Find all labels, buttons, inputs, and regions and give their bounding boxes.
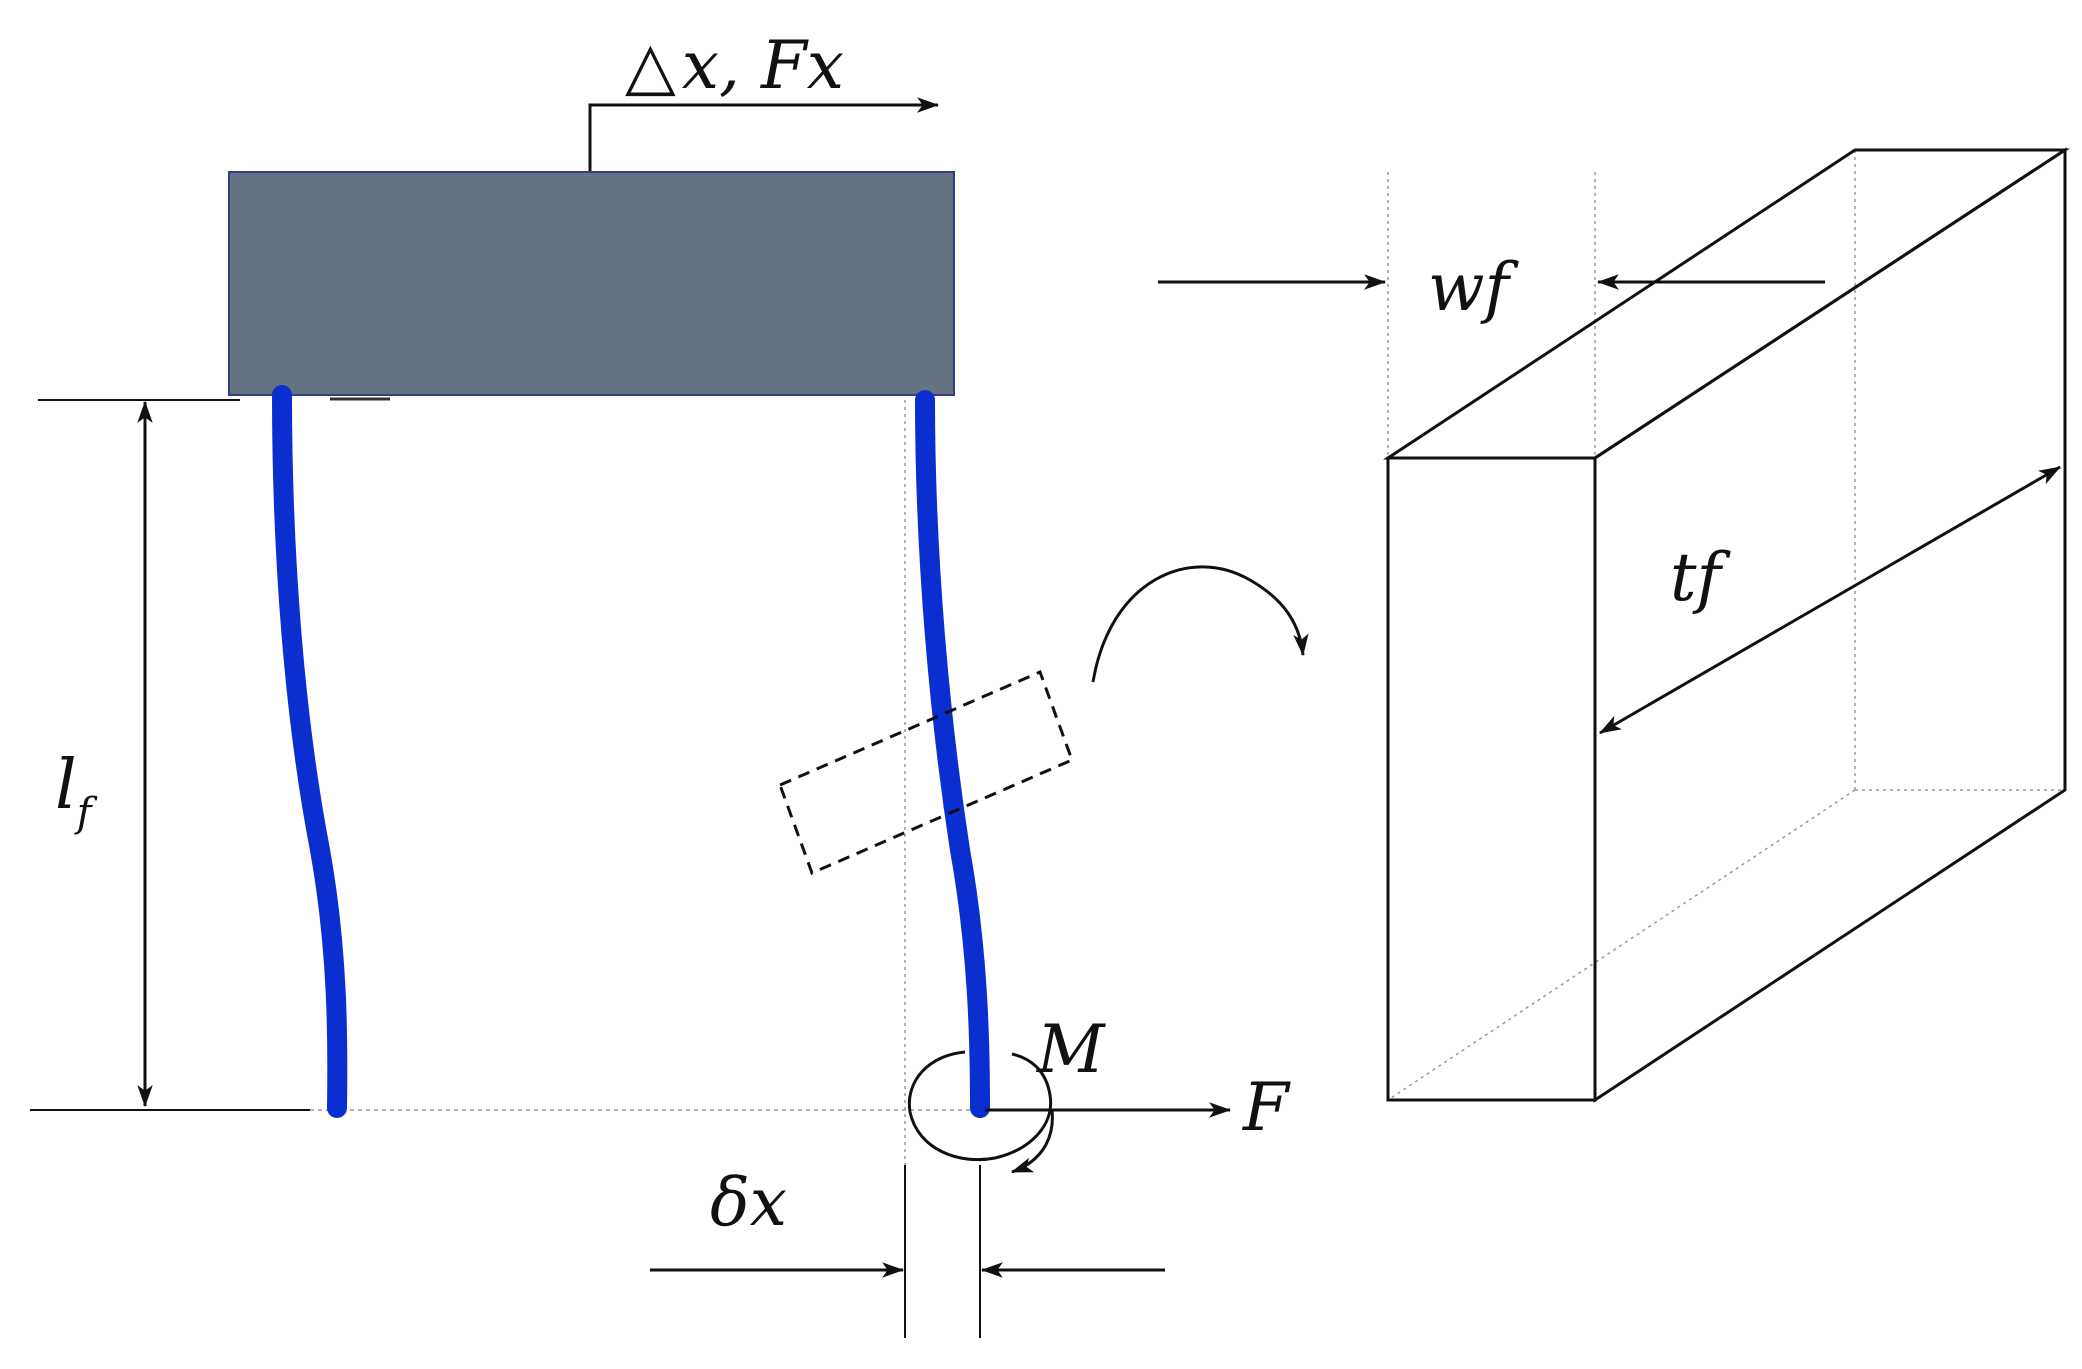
box-side-face (1593, 147, 2067, 1103)
shuttle-block (228, 171, 955, 396)
left-flexure (272, 385, 348, 1118)
deflection-label: δx (710, 1164, 787, 1241)
width-label: wf (1428, 249, 1519, 326)
thickness-label: tf (1670, 539, 1732, 616)
flexure-element-outline (778, 669, 1074, 876)
zoom-curved-arrow (1091, 565, 1309, 683)
input-force-arrow (588, 97, 940, 175)
right-flexure (915, 390, 990, 1118)
thickness-arrow (1599, 465, 2061, 735)
moment-arrow (907, 1050, 1053, 1162)
moment-label: M (1036, 1011, 1106, 1088)
length-label: lf (55, 746, 98, 836)
moment-arrow-tail (1010, 1109, 1054, 1174)
force-label: F (1242, 1069, 1291, 1146)
box-front-face (1386, 456, 1597, 1102)
input-label: △x, Fx (625, 27, 844, 104)
box-hidden-edge-diagonal (1387, 789, 1856, 1101)
